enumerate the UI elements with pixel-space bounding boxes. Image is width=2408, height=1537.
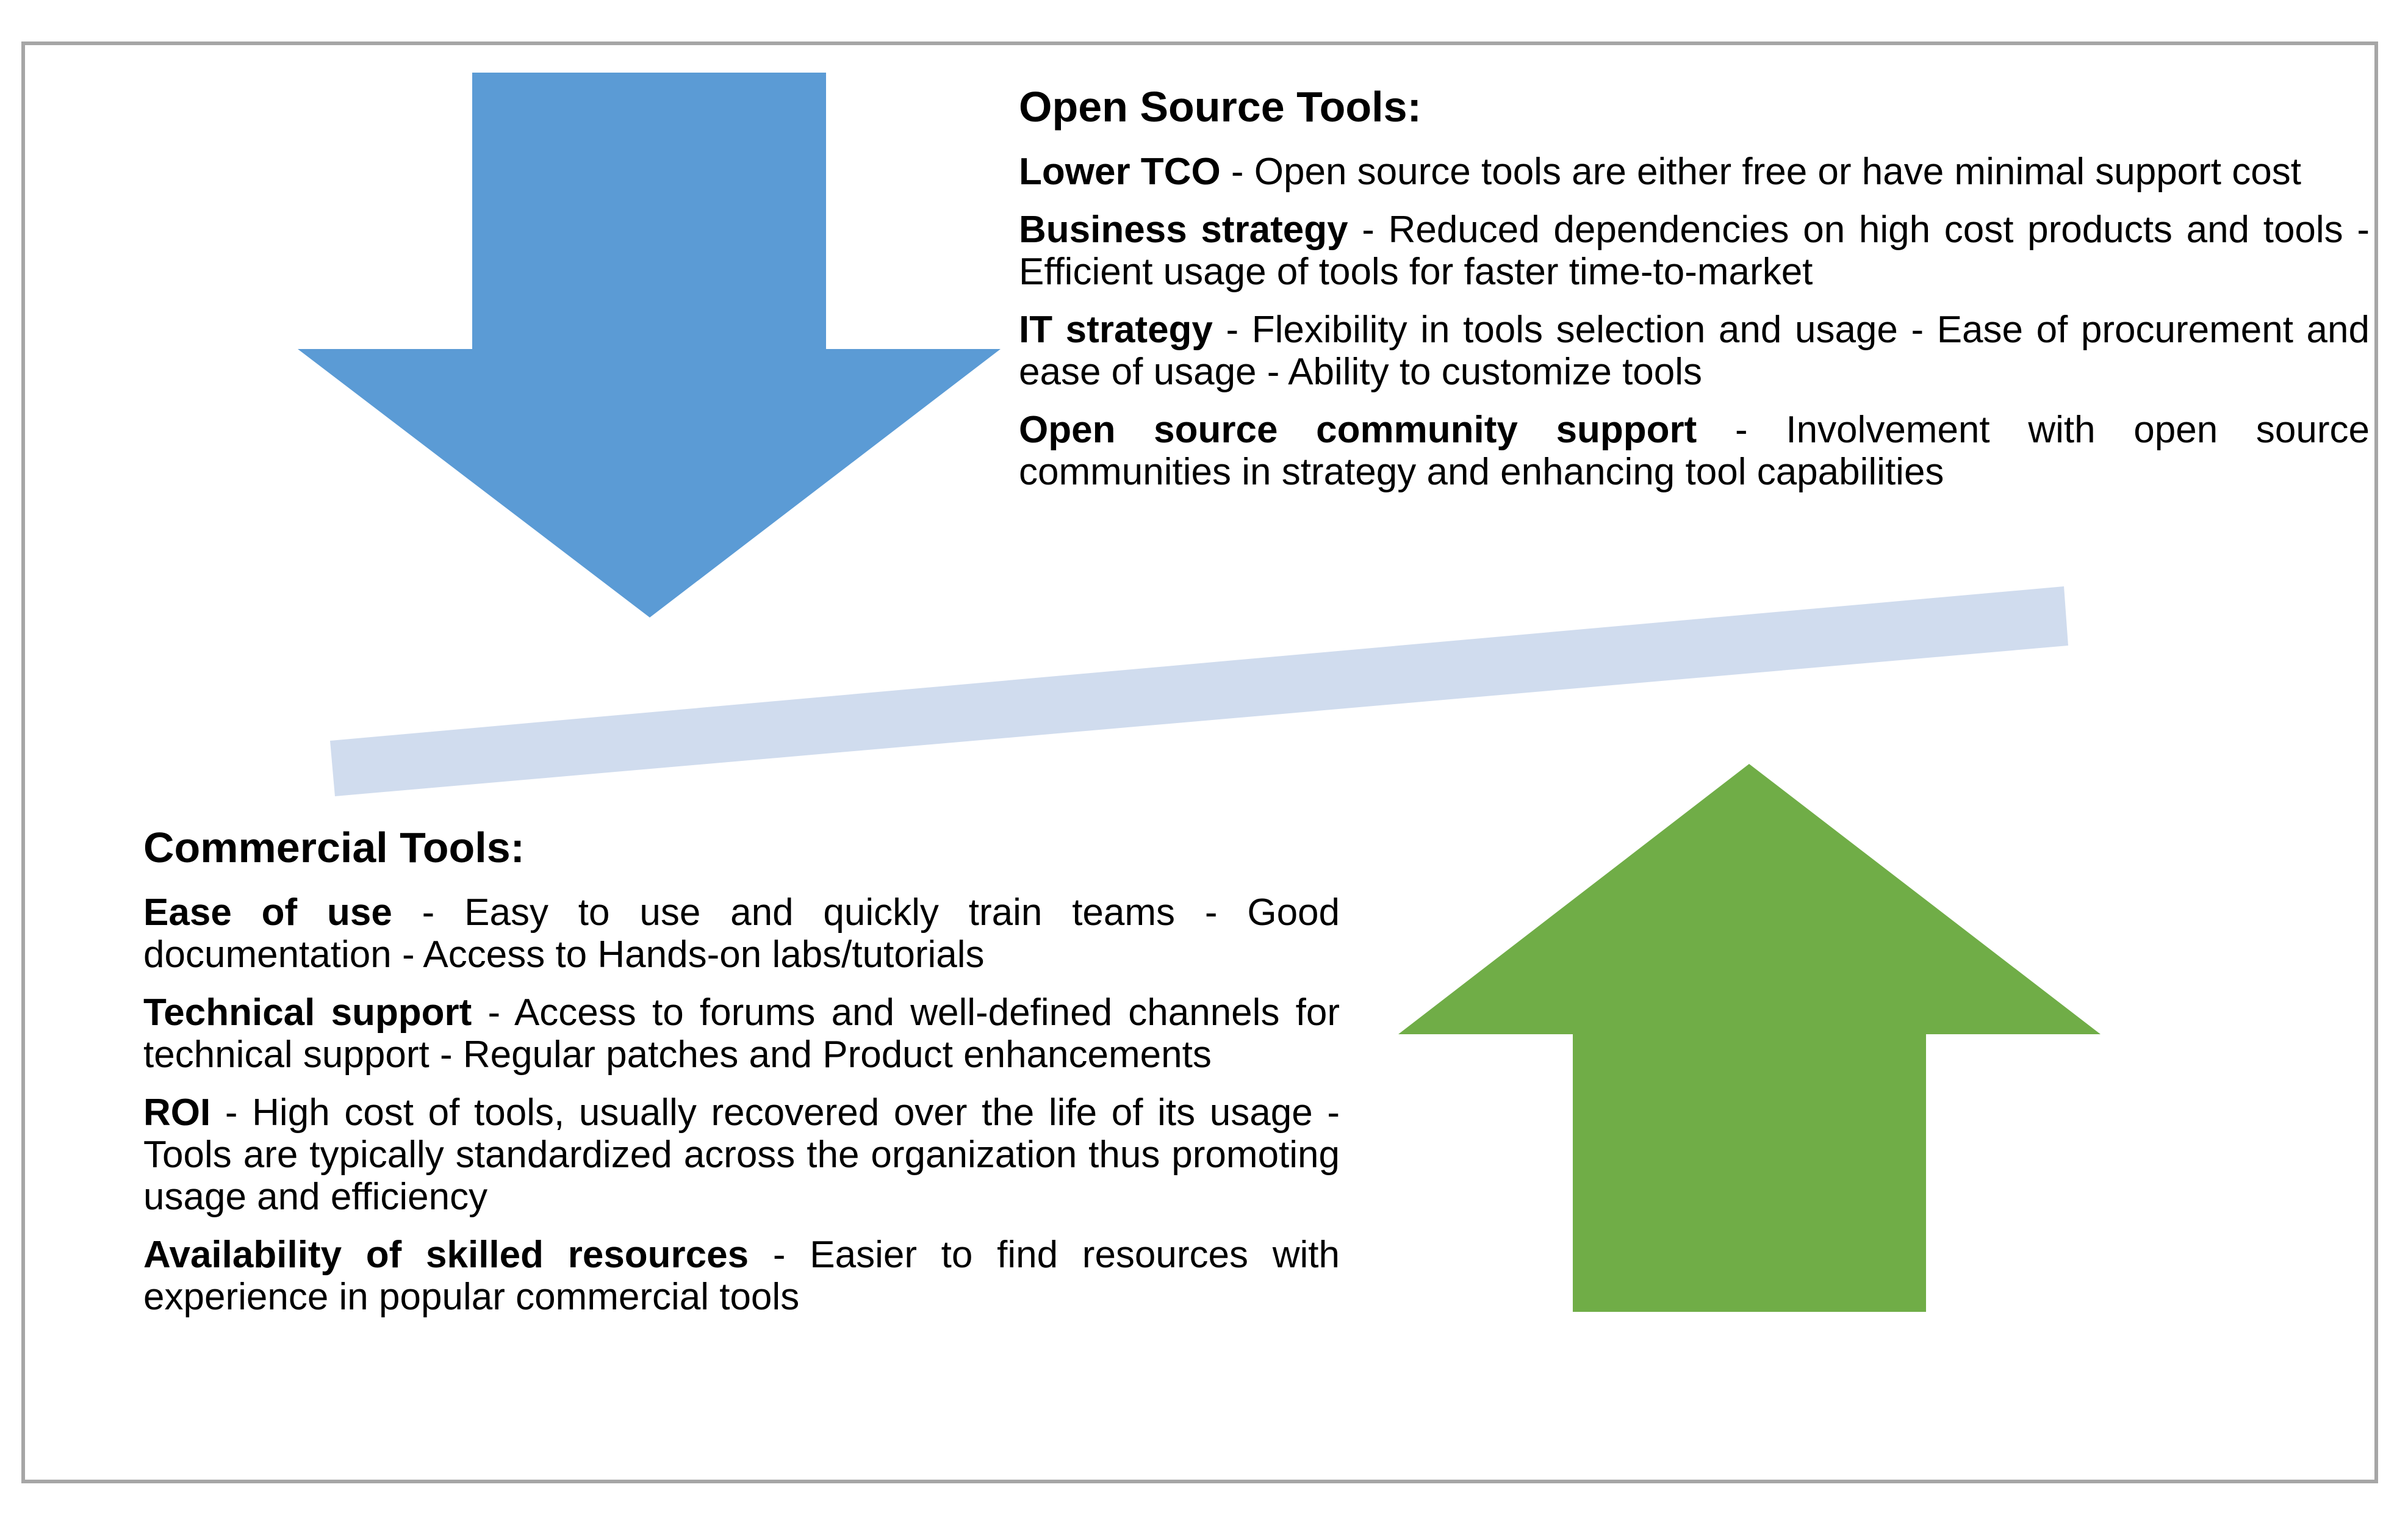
item-term: Ease of use (143, 891, 392, 934)
item-desc: - Involvement with open source communiti… (1019, 409, 2370, 493)
commercial-item: ROI - High cost of tools, usually recove… (143, 1092, 1340, 1218)
open-source-item: Business strategy - Reduced dependencies… (1019, 209, 2370, 293)
commercial-item: Technical support - Access to forums and… (143, 992, 1340, 1076)
commercial-title: Commercial Tools: (143, 824, 525, 871)
open-source-section: Open Source Tools: Lower TCO - Open sour… (1019, 82, 2370, 509)
item-desc: - Easier to find resources with experien… (143, 1234, 1340, 1318)
item-desc: - Access to forums and well-defined chan… (143, 992, 1340, 1076)
diagram-frame (21, 41, 2378, 1483)
commercial-item: Ease of use - Easy to use and quickly tr… (143, 891, 1340, 976)
open-source-item: Open source community support - Involvem… (1019, 409, 2370, 493)
up-arrow-icon (1398, 764, 2101, 1312)
open-source-title: Open Source Tools: (1019, 83, 1421, 131)
balance-bar (330, 586, 2068, 796)
down-arrow-icon (298, 73, 1001, 617)
item-term: Availability of skilled resources (143, 1234, 749, 1276)
commercial-section: Commercial Tools: Ease of use - Easy to … (143, 823, 1340, 1334)
item-term: ROI (143, 1092, 211, 1134)
item-term: IT strategy (1019, 309, 1213, 351)
item-term: Business strategy (1019, 209, 1348, 251)
item-term: Open source community support (1019, 409, 1697, 451)
item-desc: - Easy to use and quickly train teams - … (143, 891, 1340, 976)
item-desc: - Open source tools are either free or h… (1220, 151, 2301, 193)
item-desc: - Flexibility in tools selection and usa… (1019, 309, 2370, 393)
open-source-item: Lower TCO - Open source tools are either… (1019, 151, 2370, 193)
item-term: Lower TCO (1019, 151, 1221, 193)
item-desc: - High cost of tools, usually recovered … (143, 1092, 1340, 1218)
open-source-item: IT strategy - Flexibility in tools selec… (1019, 309, 2370, 393)
commercial-item: Availability of skilled resources - Easi… (143, 1234, 1340, 1318)
item-desc: - Reduced dependencies on high cost prod… (1019, 209, 2370, 293)
item-term: Technical support (143, 992, 472, 1034)
